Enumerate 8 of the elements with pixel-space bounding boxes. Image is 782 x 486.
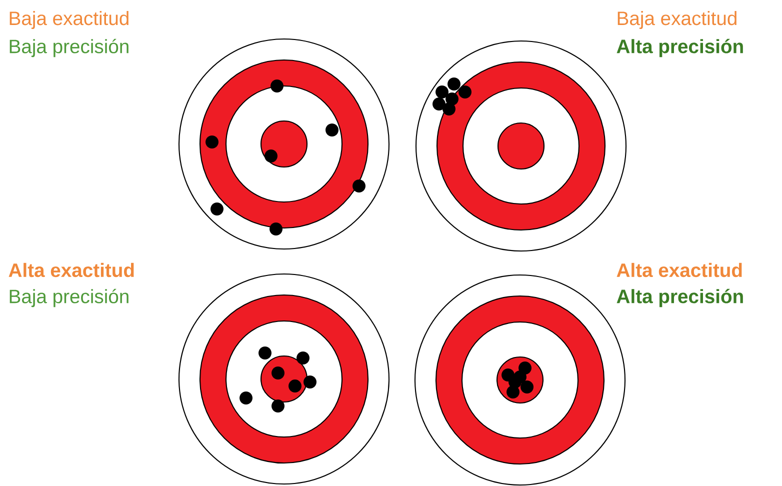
label: Alta exactitud <box>8 262 134 278</box>
label: Alta precisión <box>616 38 743 58</box>
label: Alta exactitud <box>616 262 742 278</box>
label: Baja exactitud <box>10 11 128 30</box>
label: Baja precisión <box>10 38 128 58</box>
label: Baja exactitud <box>618 11 736 30</box>
label: Alta precisión <box>616 288 743 308</box>
label: Baja precisión <box>10 288 128 308</box>
